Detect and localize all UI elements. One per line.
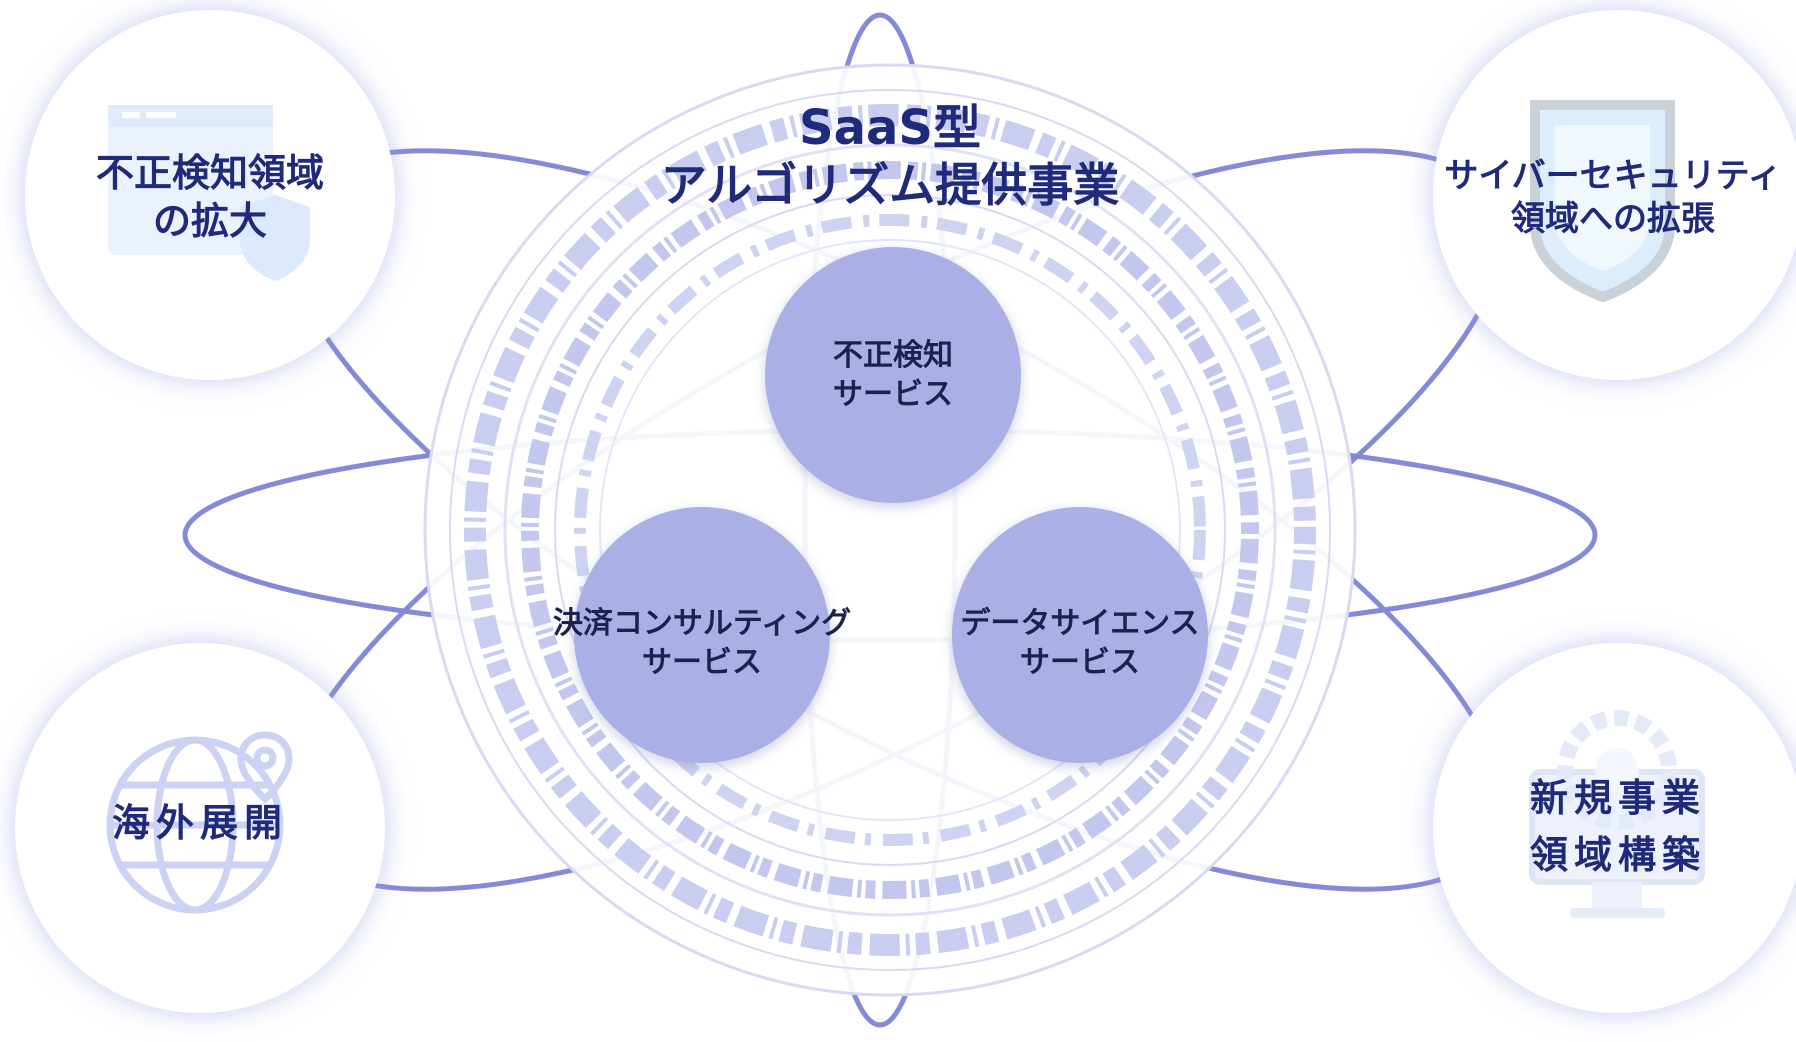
gear-monitor-icon (1529, 710, 1705, 918)
satellite-label-line1: 海外展開 (111, 801, 288, 845)
service-circle-data-science (952, 507, 1208, 763)
satellite-circles (15, 10, 1796, 1013)
tech-ring (423, 63, 1357, 997)
service-label-line2: サービス (642, 645, 762, 680)
service-circle-fraud-detection (765, 247, 1021, 503)
satellite-label-line1: 不正検知領域 (95, 151, 324, 195)
service-label-data-science: データサイエンス サービス (930, 604, 1230, 682)
satellite-circle-new-business (1433, 643, 1796, 1013)
globe-pin-icon (106, 731, 293, 914)
satellite-circle-fraud-expansion (25, 10, 395, 380)
service-label-line1: データサイエンス (960, 606, 1200, 641)
service-label-line2: サービス (833, 377, 953, 412)
service-label-line1: 不正検知 (833, 338, 953, 373)
service-circle-payment-consulting (574, 507, 830, 763)
satellite-label-line2: の拡大 (152, 198, 267, 243)
satellite-label-new-business: 新規事業 領域構築 (1478, 770, 1758, 884)
service-circles (574, 247, 1208, 763)
satellite-label-line1: 新規事業 (1529, 776, 1706, 820)
satellite-label-line1: サイバーセキュリティ (1444, 156, 1782, 196)
satellite-circle-overseas (15, 643, 385, 1013)
satellite-label-overseas: 海外展開 (60, 800, 340, 848)
satellite-circle-cybersecurity (1433, 10, 1796, 380)
core-title-line1: SaaS型 (799, 100, 981, 156)
satellite-label-line2: 領域構築 (1529, 833, 1706, 877)
folder-shield-icon (108, 105, 310, 281)
core-title: SaaS型 アルゴリズム提供事業 (590, 100, 1190, 213)
satellite-label-cybersecurity: サイバーセキュリティ 領域への拡張 (1430, 155, 1796, 240)
satellite-label-line2: 領域への拡張 (1511, 198, 1715, 239)
service-label-payment-consulting: 決済コンサルティング サービス (532, 604, 872, 682)
core-title-line2: アルゴリズム提供事業 (660, 157, 1120, 212)
service-label-fraud-detection: 不正検知 サービス (773, 336, 1013, 414)
shield-check-icon (1530, 100, 1675, 303)
service-label-line2: サービス (1020, 645, 1140, 680)
service-label-line1: 決済コンサルティング (552, 606, 852, 641)
satellite-label-fraud-expansion: 不正検知領域 の拡大 (60, 150, 360, 245)
